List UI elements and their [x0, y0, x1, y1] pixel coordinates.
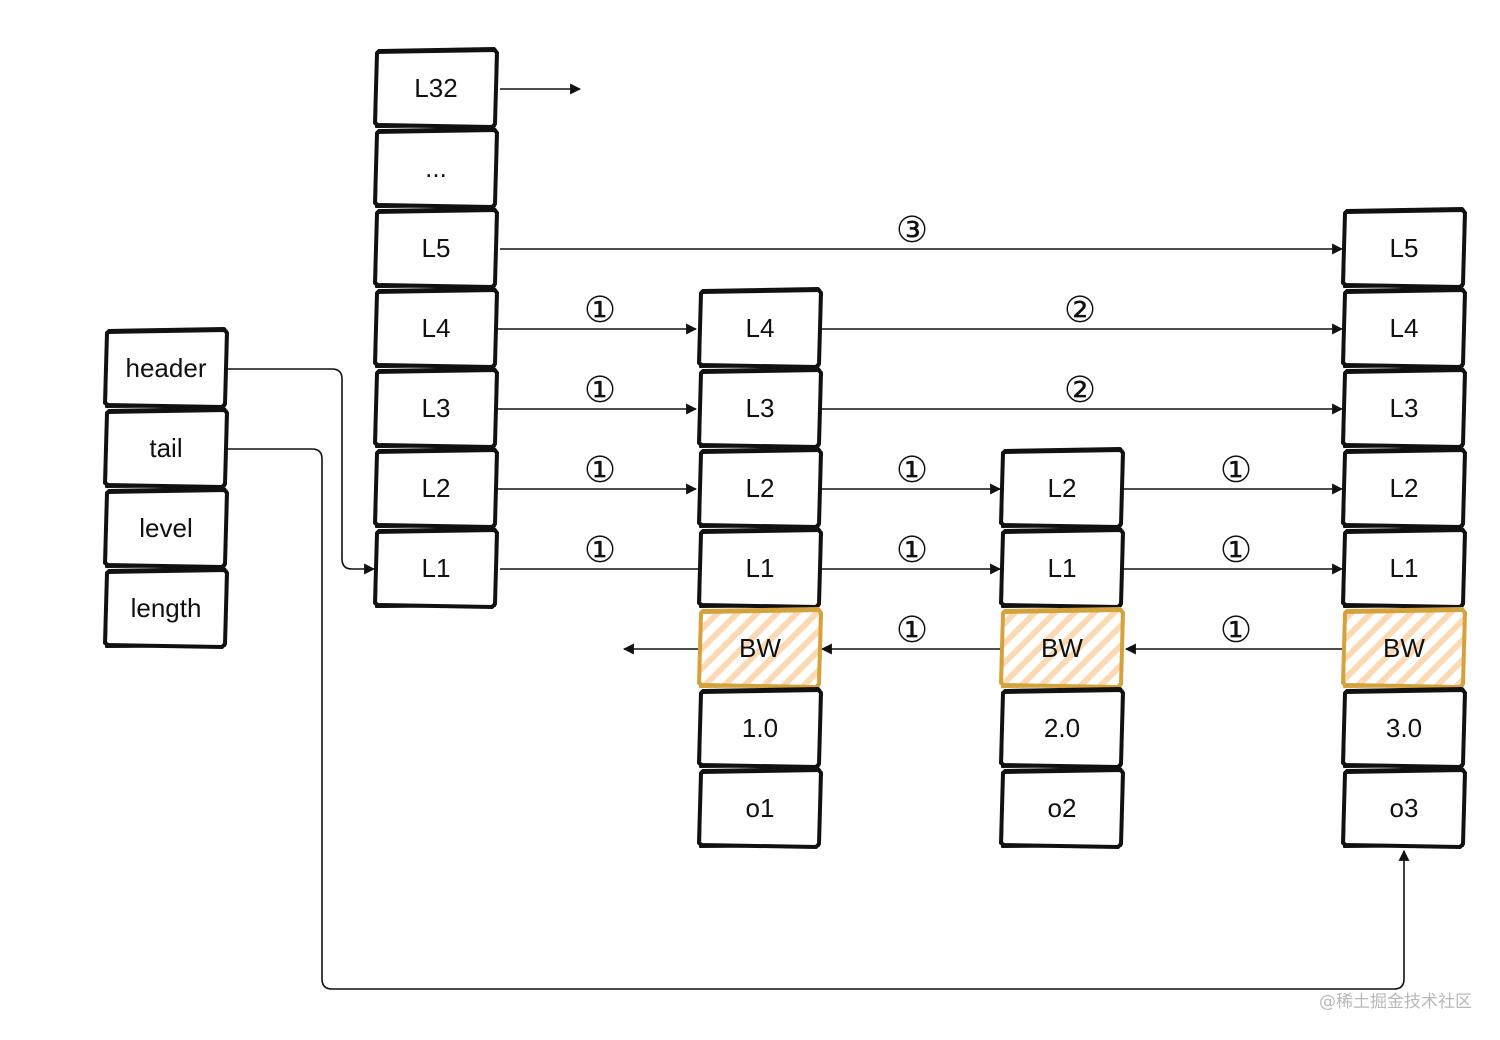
node1-score: 1.0: [697, 687, 823, 769]
node2-level-l2-label: L2: [1048, 473, 1077, 503]
node3-level-l1: L1: [1341, 527, 1467, 609]
watermark: @稀土掘金技术社区: [1319, 992, 1472, 1012]
step-label-n2-l1: ①: [1220, 530, 1252, 571]
struct-field-header-label: header: [126, 353, 207, 383]
connectors: [228, 83, 1410, 990]
node3-score-label: 3.0: [1386, 713, 1422, 743]
node3-backward: BW: [1341, 607, 1467, 689]
step-label-head-l5: ③: [896, 210, 928, 251]
node1-backward: BW: [697, 607, 823, 689]
step-label-bw-n3: ①: [1220, 610, 1252, 651]
node3-level-l4-label: L4: [1390, 313, 1419, 343]
header-level-l32-label: L32: [414, 73, 457, 103]
header-level-l5: L5: [373, 207, 499, 289]
step-label-head-l1: ①: [584, 530, 616, 571]
struct-field-length-label: length: [131, 593, 202, 623]
node1-level-l3-label: L3: [746, 393, 775, 423]
step-label-bw-n2: ①: [896, 610, 928, 651]
node3-level-l3-label: L3: [1390, 393, 1419, 423]
node3-level-l5: L5: [1341, 207, 1467, 289]
node3-level-l4: L4: [1341, 287, 1467, 369]
struct-field-level-label: level: [139, 513, 192, 543]
step-label-head-l4: ①: [584, 290, 616, 331]
header-level-l2: L2: [373, 447, 499, 529]
node2-backward-label: BW: [1041, 633, 1083, 663]
node2-score-label: 2.0: [1044, 713, 1080, 743]
node3-backward-label: BW: [1383, 633, 1425, 663]
step-label-n1-l3: ②: [1064, 370, 1096, 411]
node1-member: o1: [697, 767, 823, 849]
header-level-l32: L32: [373, 47, 499, 129]
node3-score: 3.0: [1341, 687, 1467, 769]
header-level-l5-label: L5: [422, 233, 451, 263]
node3-member-label: o3: [1390, 793, 1419, 823]
header-level-l4-label: L4: [422, 313, 451, 343]
node1-level-l1: L1: [697, 527, 823, 609]
node3-level-l2-label: L2: [1390, 473, 1419, 503]
step-labels: ③ ① ① ① ① ② ② ① ① ① ① ① ①: [584, 210, 1252, 651]
header-pointer-arrow: [228, 368, 376, 575]
header-level-l2-label: L2: [422, 473, 451, 503]
step-label-n1-l2: ①: [896, 450, 928, 491]
step-label-n1-l4: ②: [1064, 290, 1096, 331]
node1-score-label: 1.0: [742, 713, 778, 743]
struct-field-tail-label: tail: [149, 433, 182, 463]
header-level-ellipsis: ...: [373, 127, 499, 209]
node3-member: o3: [1341, 767, 1467, 849]
node1-backward-label: BW: [739, 633, 781, 663]
boxes: headertaillevellengthL32...L5L4L3L2L1L4L…: [103, 47, 1467, 849]
node3-level-l1-label: L1: [1390, 553, 1419, 583]
step-label-n2-l2: ①: [1220, 450, 1252, 491]
node1-level-l4-label: L4: [746, 313, 775, 343]
header-level-l1-label: L1: [422, 553, 451, 583]
node1-level-l2: L2: [697, 447, 823, 529]
node1-level-l3: L3: [697, 367, 823, 449]
step-label-head-l2: ①: [584, 450, 616, 491]
header-level-l3-label: L3: [422, 393, 451, 423]
node3-level-l2: L2: [1341, 447, 1467, 529]
tail-pointer-arrow: [228, 448, 1410, 990]
node1-member-label: o1: [746, 793, 775, 823]
node2-member: o2: [999, 767, 1125, 849]
node2-member-label: o2: [1048, 793, 1077, 823]
node3-level-l5-label: L5: [1390, 233, 1419, 263]
node3-level-l3: L3: [1341, 367, 1467, 449]
header-level-ellipsis-label: ...: [425, 153, 447, 183]
header-level-l3: L3: [373, 367, 499, 449]
struct-field-tail: tail: [103, 407, 229, 489]
step-label-head-l3: ①: [584, 370, 616, 411]
header-level-l4: L4: [373, 287, 499, 369]
struct-field-length: length: [103, 567, 229, 649]
step-label-n1-l1: ①: [896, 530, 928, 571]
node2-level-l1: L1: [999, 527, 1125, 609]
node2-level-l1-label: L1: [1048, 553, 1077, 583]
node1-level-l1-label: L1: [746, 553, 775, 583]
node2-score: 2.0: [999, 687, 1125, 769]
struct-field-level: level: [103, 487, 229, 569]
node1-level-l4: L4: [697, 287, 823, 369]
struct-field-header: header: [103, 327, 229, 409]
node1-level-l2-label: L2: [746, 473, 775, 503]
node2-backward: BW: [999, 607, 1125, 689]
header-level-l1: L1: [373, 527, 499, 609]
node2-level-l2: L2: [999, 447, 1125, 529]
